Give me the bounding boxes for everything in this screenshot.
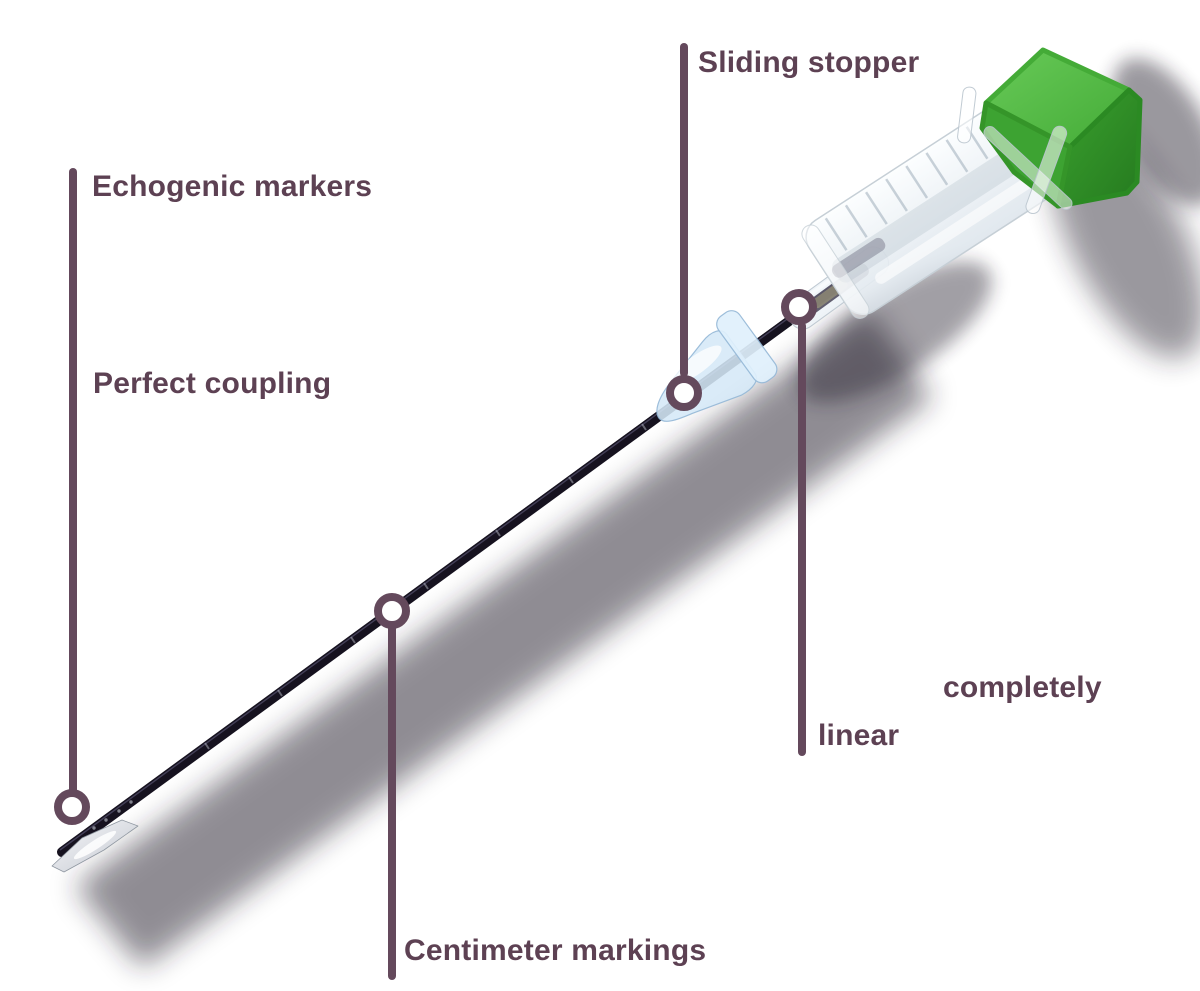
label-sliding-stopper: Sliding stopper (698, 46, 920, 79)
needle-tip-bevel (51, 819, 139, 873)
retaining-clip (957, 86, 1073, 215)
label-echogenic-markers: Echogenic markers (92, 170, 373, 203)
callout-marker-hub (781, 289, 817, 325)
callout-line-echogenic-coupling (69, 168, 77, 794)
callout-marker-stopper (666, 375, 702, 411)
label-completely: completely (943, 671, 1102, 704)
callout-marker-needle-tip (54, 789, 90, 825)
label-centimeter-markings: Centimeter markings (404, 934, 707, 967)
label-linear: linear (818, 719, 900, 752)
callout-line-linear (798, 322, 806, 756)
label-perfect-coupling: Perfect coupling (93, 367, 332, 400)
callout-line-centimeter-markings (388, 624, 396, 980)
centimeter-marks (204, 423, 647, 750)
callout-marker-shaft (374, 593, 410, 629)
echogenic-marker-dots (92, 800, 133, 830)
handle-body (801, 77, 1099, 319)
callout-line-sliding-stopper (680, 43, 688, 377)
